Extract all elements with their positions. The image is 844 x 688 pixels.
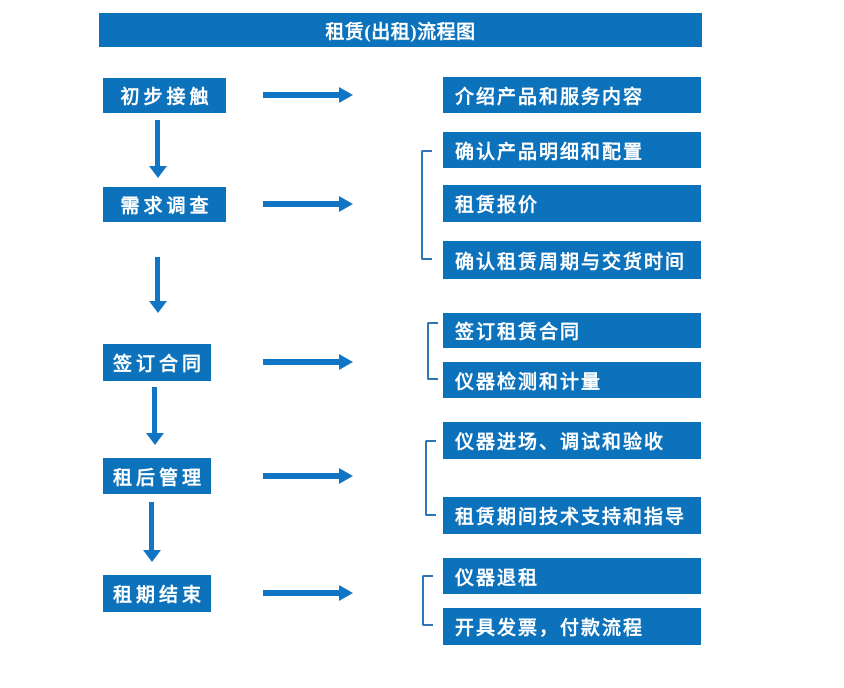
step-demand-survey: 需求调查 (103, 187, 226, 222)
step-rental-end: 租期结束 (103, 575, 211, 612)
arrow-head (146, 433, 164, 445)
arrow-stem (263, 590, 340, 596)
detail-instrument-return: 仪器退租 (443, 558, 701, 594)
group-bracket-rental-end (422, 575, 433, 626)
right-arrow-icon (263, 468, 353, 484)
detail-invoice-payment: 开具发票，付款流程 (443, 608, 701, 645)
arrow-head (149, 301, 167, 313)
down-arrow-icon (149, 257, 167, 313)
arrow-head (339, 87, 353, 103)
step-initial-contact: 初步接触 (103, 78, 226, 113)
arrow-head (149, 166, 167, 178)
step-sign-contract: 签订合同 (103, 344, 211, 381)
arrow-head (339, 354, 353, 370)
arrow-head (339, 585, 353, 601)
down-arrow-icon (149, 120, 167, 178)
arrow-head (143, 550, 161, 562)
step-post-rental-management: 租后管理 (103, 458, 211, 494)
arrow-head (339, 468, 353, 484)
arrow-stem (263, 359, 340, 365)
down-arrow-icon (143, 502, 161, 562)
arrow-stem (263, 473, 340, 479)
arrow-stem (155, 120, 160, 167)
arrow-stem (263, 201, 340, 207)
detail-tech-support: 租赁期间技术支持和指导 (443, 497, 701, 534)
detail-introduce-products: 介绍产品和服务内容 (443, 77, 701, 113)
right-arrow-icon (263, 585, 353, 601)
detail-instrument-setup-acceptance: 仪器进场、调试和验收 (443, 422, 701, 459)
down-arrow-icon (146, 387, 164, 445)
right-arrow-icon (263, 196, 353, 212)
arrow-stem (155, 257, 160, 302)
flowchart-title: 租赁(出租)流程图 (99, 13, 702, 47)
right-arrow-icon (263, 354, 353, 370)
arrow-stem (149, 502, 154, 551)
group-bracket-demand-survey (421, 150, 432, 260)
detail-confirm-period-delivery: 确认租赁周期与交货时间 (443, 241, 701, 279)
detail-sign-rental-contract: 签订租赁合同 (443, 313, 701, 348)
detail-rental-quote: 租赁报价 (443, 185, 701, 222)
group-bracket-post-rental (425, 440, 436, 516)
arrow-head (339, 196, 353, 212)
arrow-stem (152, 387, 157, 434)
arrow-stem (263, 92, 340, 98)
detail-instrument-testing: 仪器检测和计量 (443, 362, 701, 398)
group-bracket-sign-contract (427, 322, 438, 380)
right-arrow-icon (263, 87, 353, 103)
detail-confirm-product-config: 确认产品明细和配置 (443, 132, 701, 168)
